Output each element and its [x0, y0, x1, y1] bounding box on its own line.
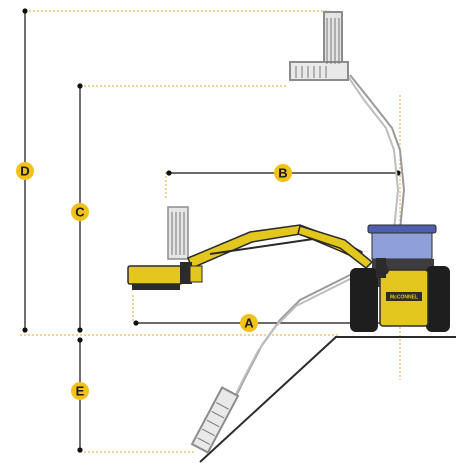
- dimension-marker-c-letter: C: [75, 205, 85, 220]
- dimension-end-e-top: [77, 337, 83, 343]
- dimension-marker-e-letter: E: [76, 384, 85, 399]
- dimension-end-d-bottom: [22, 327, 28, 333]
- ghost-head-side-body: [167, 206, 189, 260]
- dimension-marker-a-letter: A: [244, 316, 254, 331]
- slope-surface: [199, 336, 337, 463]
- embankment: [199, 336, 456, 463]
- ghost-arm-top-boom-2: [344, 71, 400, 251]
- dimension-marker-a: A: [240, 314, 258, 332]
- dimension-end-d-top: [22, 8, 28, 14]
- main-arm: [127, 224, 374, 290]
- dimension-marker-a-badge: [240, 314, 258, 332]
- tractor: McCONNEL: [350, 224, 450, 332]
- dimension-end-e-bottom: [77, 447, 83, 453]
- tractor-rear-wheel-right: [426, 266, 450, 332]
- dimension-marker-b: B: [274, 164, 292, 182]
- flail-head-motor: [180, 262, 192, 284]
- dimension-markers: D C E B A: [16, 162, 292, 400]
- dimension-marker-b-letter: B: [278, 166, 287, 181]
- tractor-cab-roof: [367, 224, 437, 234]
- ghost-arm-slope-boom-2: [230, 275, 357, 405]
- flail-head-body: [127, 265, 183, 285]
- ghost-arm-slope-boom: [234, 269, 361, 399]
- dimension-marker-b-badge: [274, 164, 292, 182]
- ghost-head-top-2: [289, 61, 349, 81]
- tractor-brand-text: McCONNEL: [390, 295, 418, 301]
- dimension-marker-d-letter: D: [20, 164, 29, 179]
- dimension-end-c-bottom: [77, 327, 83, 333]
- ghost-arm-slope: [190, 269, 361, 454]
- flail-head-bracket: [189, 265, 203, 283]
- main-arm-dipper: [297, 225, 374, 269]
- ghost-arm-top: [289, 11, 406, 251]
- dimension-marker-d-badge: [16, 162, 34, 180]
- dimension-end-c-top: [77, 83, 83, 89]
- ghost-arm-top-boom: [349, 74, 406, 251]
- dimension-marker-e-badge: [71, 382, 89, 400]
- dimension-marker-d: D: [16, 162, 34, 180]
- tractor-cab-glass: [371, 232, 433, 260]
- tractor-rear-wheel-left: [350, 268, 378, 332]
- flail-head-roller: [132, 284, 180, 290]
- tractor-pivot: [379, 265, 389, 275]
- ghost-head-slope: [190, 386, 240, 454]
- tractor-brand-plate: [386, 292, 422, 301]
- ghost-head-top-stripes: [295, 18, 340, 78]
- ghost-head-side-stripes: [171, 212, 185, 255]
- ghost-head-side: [167, 206, 189, 260]
- main-arm-ram: [209, 237, 321, 255]
- dimension-marker-e: E: [71, 382, 89, 400]
- guide-lines: [20, 10, 401, 453]
- dimension-marker-c-badge: [71, 203, 89, 221]
- dimension-end-a-left: [133, 320, 139, 326]
- dimension-marker-c: C: [71, 203, 89, 221]
- dimension-end-b-left: [166, 170, 172, 176]
